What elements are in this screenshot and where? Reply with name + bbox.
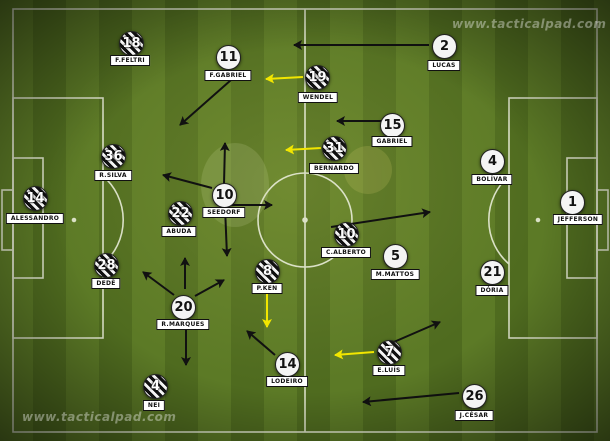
player-number-disc: 2 [432,34,457,59]
player-name-label: GABRIEL [371,136,413,147]
movement-arrow [219,142,230,185]
movement-arrow [162,172,213,189]
player-number-disc: 11 [216,45,241,70]
player-number-disc: 10 [212,183,237,208]
player-name-label: LODEIRO [266,376,308,387]
player-name-label: JEFFERSON [552,214,604,225]
player-name-label: DÓRIA [475,285,509,296]
player-name-label: F.GABRIEL [204,70,252,81]
player-number-disc: 15 [380,113,405,138]
movement-arrow [194,279,225,297]
player-number-disc: 7 [377,340,402,365]
player-name-label: SEEDORF [202,207,246,218]
player-number-disc: 19 [305,65,330,90]
player-name-label: ALESSANDRO [5,213,65,224]
player-number-disc: 26 [462,384,487,409]
player-name-label: C.ALBERTO [320,247,372,258]
movement-arrow [179,79,232,126]
player-name-label: LUCAS [427,60,461,71]
movement-arrow [142,271,175,296]
player-number-disc: 5 [383,244,408,269]
player-number-disc: 14 [23,186,48,211]
movement-arrow-highlight [265,73,304,84]
player-number-disc: 4 [143,374,168,399]
player-number-disc: 18 [119,31,144,56]
player-number-disc: 8 [255,259,280,284]
player-number-disc: 31 [322,136,347,161]
player-name-label: P.KEN [251,283,283,294]
player-name-label: BOLÍVAR [471,174,513,185]
movement-arrow-highlight [334,349,375,360]
player-name-label: DEDÊ [91,278,121,289]
player-name-label: F.FELTRI [110,55,150,66]
player-name-label: J.CÉSAR [454,410,494,421]
player-name-label: M.MATTOS [370,269,420,280]
movement-arrow [246,330,276,356]
player-number-disc: 4 [480,149,505,174]
player-number-disc: 14 [275,352,300,377]
player-number-disc: 22 [168,201,193,226]
player-number-disc: 21 [480,260,505,285]
player-number-disc: 28 [94,253,119,278]
player-number-disc: 36 [101,144,126,169]
player-number-disc: 1 [560,190,585,215]
player-name-label: E.LUÍS [372,365,406,376]
player-number-disc: 10 [334,222,359,247]
movement-arrow [362,392,460,407]
watermark-bottom: www.tacticalpad.com [22,410,177,424]
player-name-label: BERNARDO [308,163,360,174]
player-name-label: R.SILVA [94,170,132,181]
player-name-label: R.MARQUES [156,319,210,330]
player-name-label: ABUDA [161,226,197,237]
player-name-label: NEI [142,400,166,411]
player-number-disc: 20 [171,295,196,320]
watermark-top: www.tacticalpad.com [452,17,607,31]
player-name-label: WENDEL [297,92,339,103]
movement-arrow-highlight [285,144,322,155]
